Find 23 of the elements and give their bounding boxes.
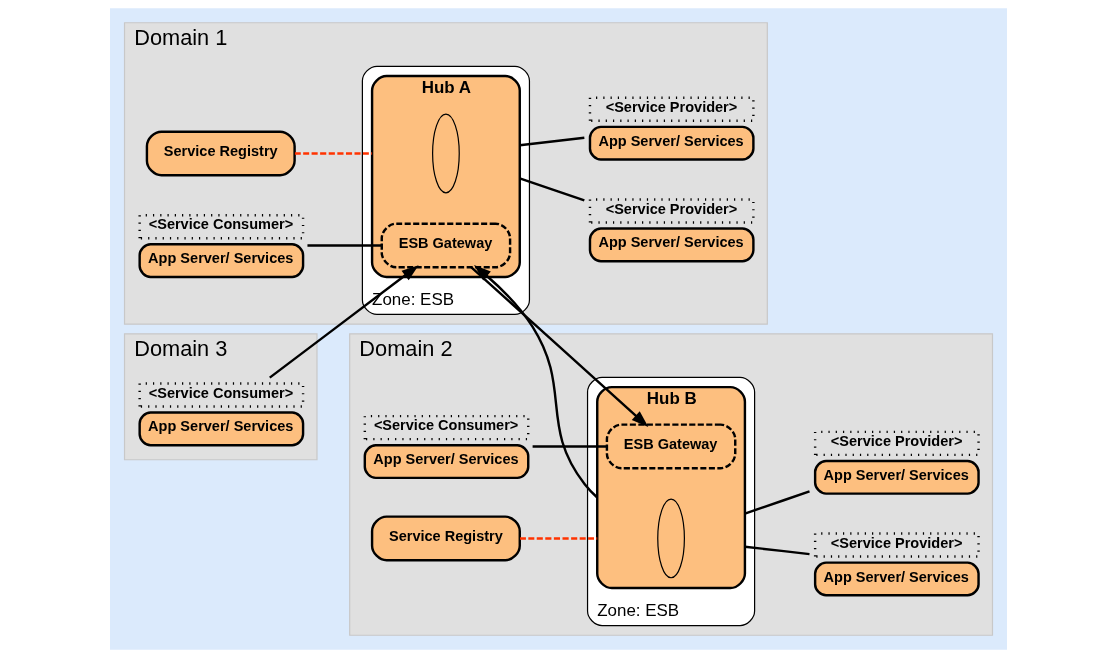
node-box: Service Registry xyxy=(145,130,296,177)
connector xyxy=(294,152,373,155)
connector xyxy=(519,136,585,147)
node-label: <Service Provider> xyxy=(605,200,738,217)
arrow xyxy=(470,266,649,427)
connector xyxy=(519,177,585,202)
node-label: <Service Provider> xyxy=(605,98,738,115)
connector xyxy=(744,545,810,556)
node-box: ESB Gateway xyxy=(380,222,512,269)
node-label: <Service Consumer> xyxy=(148,216,294,233)
node-label: <Service Consumer> xyxy=(148,384,294,401)
node-box: Service Registry xyxy=(370,515,521,562)
node-label: <Service Provider> xyxy=(830,534,963,551)
connector xyxy=(520,537,598,540)
connector xyxy=(532,445,607,448)
node-label: <Service Consumer> xyxy=(373,417,519,434)
node-ellipse xyxy=(432,113,460,194)
arrow xyxy=(269,265,419,379)
node-box: ESB Gateway xyxy=(605,423,737,470)
node-label: <Service Provider> xyxy=(830,432,963,449)
arrow xyxy=(474,265,599,499)
connector xyxy=(744,490,810,515)
node-ellipse xyxy=(657,498,685,579)
